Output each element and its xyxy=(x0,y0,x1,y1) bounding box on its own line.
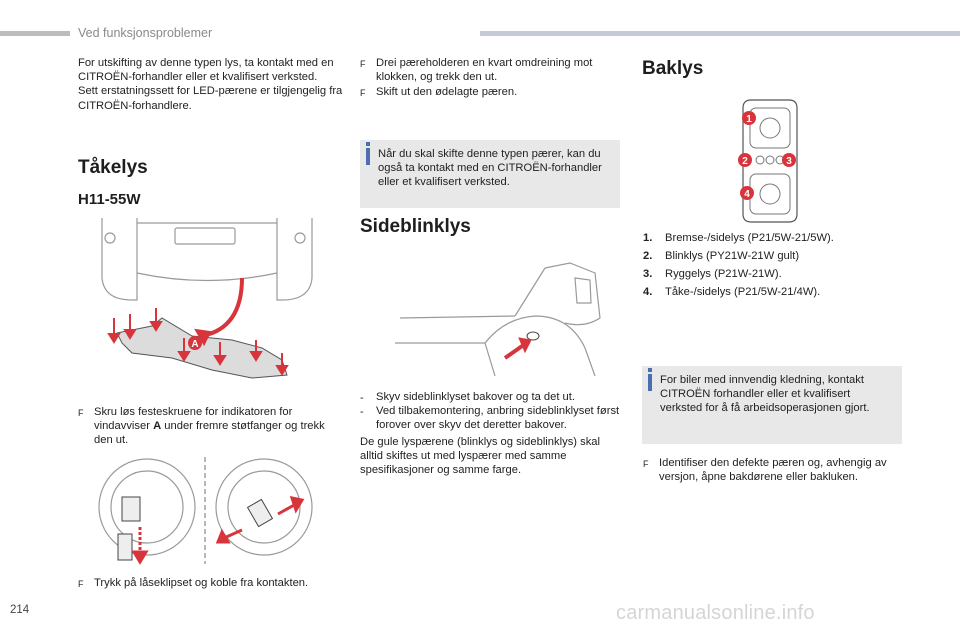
watermark: carmanualsonline.info xyxy=(616,602,815,624)
intro-paragraph: For utskifting av denne typen lys, ta ko… xyxy=(78,56,343,113)
side-step-1: - Skyv sideblinklyset bakover og ta det … xyxy=(360,390,622,405)
marker-3: 3 xyxy=(786,156,792,167)
info-icon xyxy=(648,374,652,391)
header-bar-left xyxy=(0,31,70,36)
rear-bulb-list: 1.Bremse-/sidelys (P21/5W-21/5W). 2.Blin… xyxy=(643,231,903,303)
bullet-icon: F xyxy=(360,88,366,98)
fog-lamp-connector-figure xyxy=(98,457,313,565)
intro-text-2: Sett erstatningssett for LED-pærene er t… xyxy=(78,85,343,112)
side-step-2-text: Ved tilbakemontering, anbring sideblinkl… xyxy=(376,405,620,432)
side-indicator-figure xyxy=(395,262,601,376)
marker-4: 4 xyxy=(744,189,750,200)
rear-step-1: F Identifiser den defekte pæren og, avhe… xyxy=(643,456,905,484)
section-title-side-indicator: Sideblinklys xyxy=(360,216,471,237)
info-note-text: For biler med innvendig kledning, kontak… xyxy=(660,374,870,415)
info-icon-dot xyxy=(366,142,370,146)
list-item: 4.Tåke-/sidelys (P21/5W-21/4W). xyxy=(643,286,821,298)
marker-2: 2 xyxy=(742,156,748,167)
info-icon xyxy=(366,148,370,165)
header-bar-right xyxy=(480,31,960,36)
page-number: 214 xyxy=(10,604,30,616)
list-item: 3.Ryggelys (P21W-21W). xyxy=(643,268,782,280)
figure-label-a: A xyxy=(191,339,198,350)
fog-light-bumper-figure: A xyxy=(101,218,313,379)
dash-bullet: - xyxy=(360,392,364,404)
bullet-icon: F xyxy=(360,59,366,69)
marker-1: 1 xyxy=(746,114,752,125)
intro-text-1: For utskifting av denne typen lys, ta ko… xyxy=(78,57,334,84)
fog-step-2: F Trykk på låseklipset og koble fra kont… xyxy=(78,576,348,591)
dash-bullet: - xyxy=(360,406,364,418)
fog-step-3: F Drei pæreholderen en kvart omdreining … xyxy=(360,56,622,84)
fog-step-1: F Skru løs festeskruene for indikatoren … xyxy=(78,405,340,448)
fog-step-1-text: Skru løs festeskruene for indikatoren fo… xyxy=(94,406,325,447)
list-item: 1.Bremse-/sidelys (P21/5W-21/5W). xyxy=(643,232,834,244)
fog-step-3-text: Drei pæreholderen en kvart omdreining mo… xyxy=(376,57,593,84)
section-title-rear-lights: Baklys xyxy=(642,58,704,79)
fog-step-2-text: Trykk på låseklipset og koble fra kontak… xyxy=(94,577,309,589)
fog-step-4-text: Skift ut den ødelagte pæren. xyxy=(376,86,518,98)
side-paragraph: De gule lyspærene (blinklys og sideblink… xyxy=(360,436,601,477)
header-title: Ved funksjonsproblemer xyxy=(78,26,213,40)
list-item: 2.Blinklys (PY21W-21W gult) xyxy=(643,250,800,262)
section-title-fog: Tåkelys xyxy=(78,157,148,178)
info-note-text: Når du skal skifte denne typen pærer, ka… xyxy=(378,148,602,189)
bullet-icon: F xyxy=(78,408,84,418)
rear-step-1-text: Identifiser den defekte pæren og, avheng… xyxy=(659,457,887,484)
info-icon-dot xyxy=(648,368,652,372)
rear-lamp-figure: 1 2 3 4 xyxy=(738,99,798,223)
info-note-rear: For biler med innvendig kledning, kontak… xyxy=(642,366,902,444)
bullet-icon: F xyxy=(78,579,84,589)
bullet-icon: F xyxy=(643,459,649,469)
info-note-fog: Når du skal skifte denne typen pærer, ka… xyxy=(360,140,620,208)
side-step-2: - Ved tilbakemontering, anbring sideblin… xyxy=(360,404,622,432)
fog-step-4: F Skift ut den ødelagte pæren. xyxy=(360,85,622,100)
side-step-1-text: Skyv sideblinklyset bakover og ta det ut… xyxy=(376,391,575,403)
subsection-title-h11: H11-55W xyxy=(78,191,141,208)
